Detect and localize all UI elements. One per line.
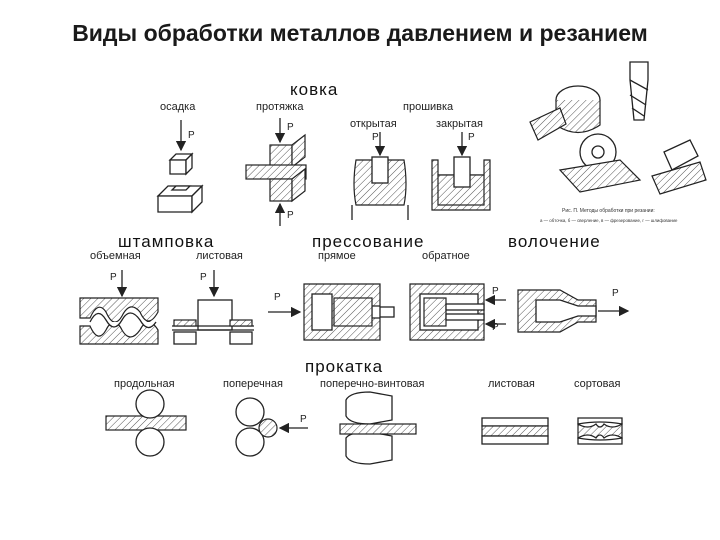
- diagram-reverse-pressing: P P: [409, 283, 506, 341]
- section-title-wire-drawing: волочение: [508, 232, 601, 251]
- svg-text:P: P: [274, 292, 281, 303]
- label-open: открытая: [350, 118, 397, 130]
- label-sheet-rolling: листовая: [488, 378, 535, 390]
- diagram-direct-pressing: P: [268, 283, 395, 341]
- svg-text:P: P: [287, 210, 294, 221]
- cutting-caption-line1: Рис. П. Методы обработки при резании:: [562, 208, 655, 214]
- label-volume-stamping: объемная: [90, 250, 141, 262]
- label-screw-rolling: поперечно-винтовая: [320, 378, 425, 390]
- diagram-volume-stamping: P: [79, 270, 159, 345]
- svg-text:P: P: [492, 286, 499, 297]
- diagram-transverse-rolling: P: [235, 397, 308, 457]
- svg-text:P: P: [200, 272, 207, 283]
- section-title-pressing: прессование: [312, 232, 425, 251]
- diagram-screw-rolling: [339, 391, 417, 465]
- force-label: P: [188, 130, 195, 141]
- label-closed: закрытая: [436, 118, 483, 130]
- section-title-rolling: прокатка: [305, 357, 384, 376]
- svg-text:P: P: [300, 414, 307, 425]
- section-title-forging: ковка: [290, 80, 339, 99]
- diagram-sheet-rolling: [481, 417, 549, 445]
- svg-text:P: P: [612, 288, 619, 299]
- svg-text:P: P: [110, 272, 117, 283]
- label-section-rolling: сортовая: [574, 378, 621, 390]
- section-title-stamping: штамповка: [118, 232, 215, 251]
- cutting-caption-line2: а — обточка, б — сверление, в — фрезеров…: [540, 218, 678, 223]
- svg-text:P: P: [287, 122, 294, 133]
- label-piercing: прошивка: [403, 101, 454, 113]
- diagram-upsetting: P: [156, 120, 204, 214]
- label-transverse-rolling: поперечная: [223, 378, 283, 390]
- label-sheet-stamping: листовая: [196, 250, 243, 262]
- label-direct-pressing: прямое: [318, 250, 356, 262]
- label-reverse-pressing: обратное: [422, 250, 470, 262]
- diagram-sheet-stamping: P: [172, 270, 254, 345]
- svg-text:P: P: [492, 322, 499, 333]
- svg-text:P: P: [372, 132, 379, 143]
- diagram-section-rolling: [577, 417, 623, 445]
- label-upsetting: осадка: [160, 101, 196, 113]
- label-drawing-out: протяжка: [256, 101, 304, 113]
- diagram-wire-drawing: P: [517, 288, 630, 333]
- diagram-piercing-open: P: [351, 132, 409, 220]
- page-title: Виды обработки металлов давлением и реза…: [72, 20, 648, 46]
- diagram-drawing-out: P P: [245, 118, 307, 226]
- label-longitudinal-rolling: продольная: [114, 378, 175, 390]
- diagram-longitudinal-rolling: [105, 389, 187, 457]
- svg-text:P: P: [468, 132, 475, 143]
- cutting-illustration: Рис. П. Методы обработки при резании: а …: [529, 61, 707, 223]
- diagram-piercing-closed: P: [431, 132, 491, 211]
